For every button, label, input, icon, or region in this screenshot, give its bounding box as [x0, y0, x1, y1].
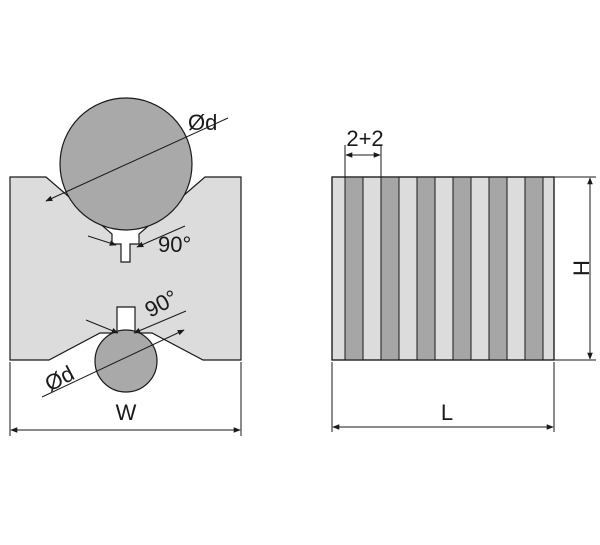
top-angle-label: 90° [158, 232, 191, 257]
side-view: 2+2 H L [331, 126, 596, 432]
slot-stripe [524, 176, 544, 361]
top-diameter-label: Ød [188, 110, 217, 135]
bottom-diameter-label: Ød [41, 361, 79, 397]
top-angle-extension-left [87, 235, 117, 246]
pitch-label: 2+2 [346, 126, 383, 151]
bottom-diameter-dim-line [41, 329, 185, 398]
width-label: W [116, 400, 137, 425]
slot-stripe [452, 176, 472, 361]
front-view: Ød 90° 90° Ød W [9, 97, 242, 436]
slot-stripes [344, 176, 544, 361]
bottom-angle-extension-right [133, 310, 187, 334]
slot-stripe [380, 176, 400, 361]
slot-stripe [488, 176, 508, 361]
bottom-cylinder [94, 329, 158, 393]
bottom-angle-extension-left [85, 319, 119, 334]
top-angle-extension-right [136, 225, 186, 248]
top-diameter-dim-line [45, 117, 229, 202]
height-label: H [569, 260, 594, 276]
slot-stripe [344, 176, 364, 361]
side-block-body [331, 176, 555, 361]
slot-stripe [416, 176, 436, 361]
length-label: L [441, 400, 453, 425]
